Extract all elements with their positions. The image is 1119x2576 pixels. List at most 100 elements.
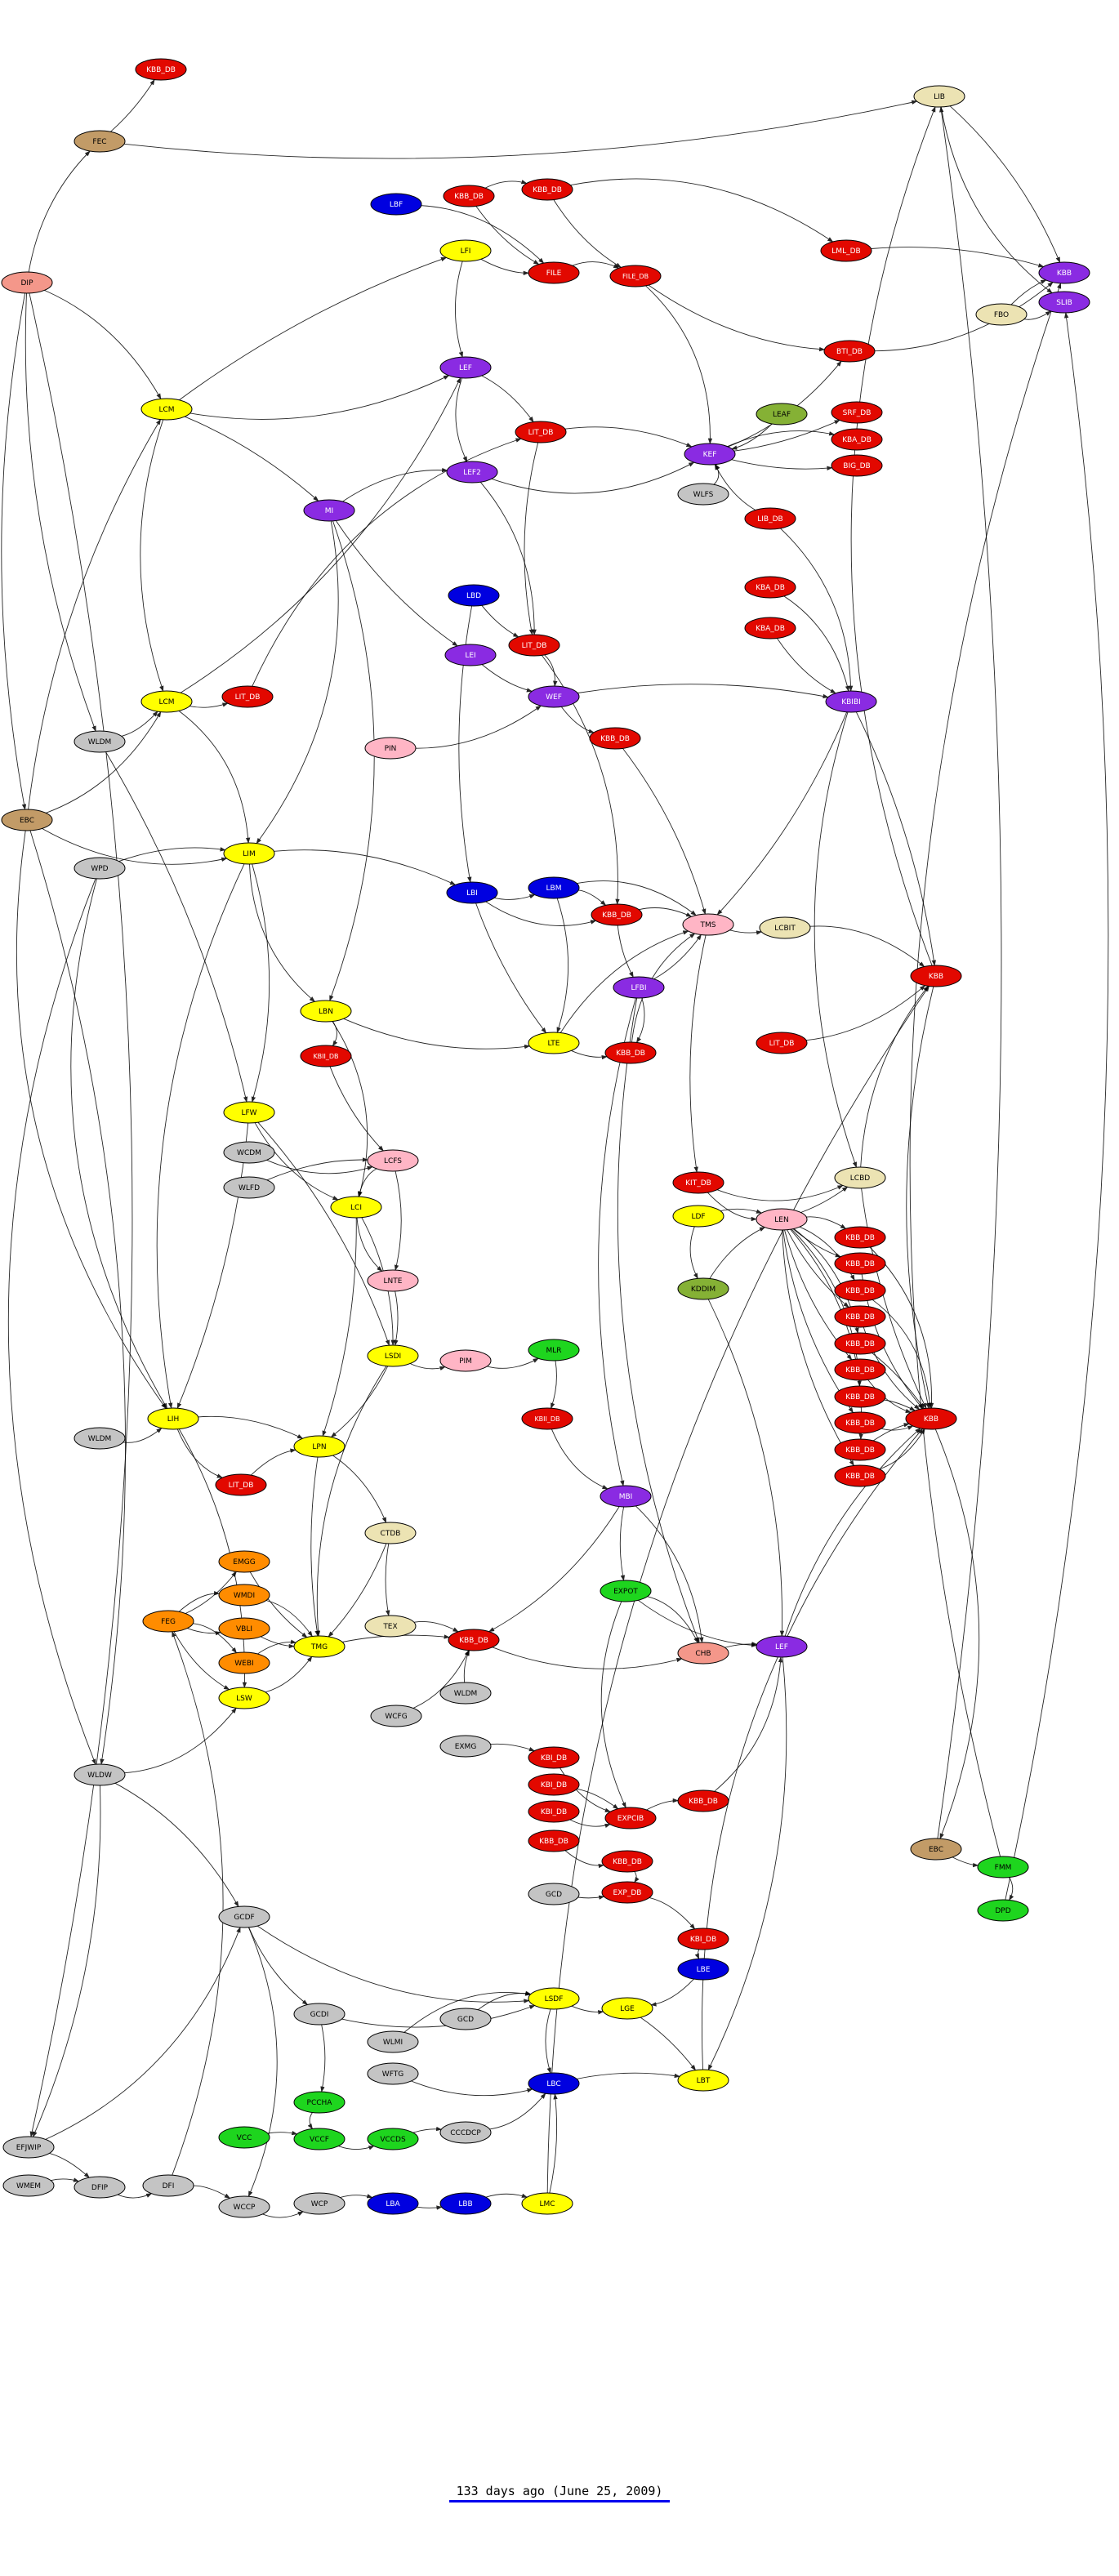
graph-edge bbox=[411, 2080, 533, 2097]
graph-edge bbox=[872, 1299, 933, 1409]
graph-node: LEF bbox=[439, 356, 492, 379]
graph-edge bbox=[492, 1647, 683, 1669]
graph-edge bbox=[394, 1170, 402, 1271]
graph-edge bbox=[487, 1357, 539, 1369]
graph-edge bbox=[338, 2146, 375, 2150]
graph-edge bbox=[491, 461, 695, 494]
graph-edge bbox=[598, 997, 636, 1486]
node-ellipse bbox=[367, 2030, 419, 2053]
node-ellipse bbox=[142, 2174, 194, 2197]
graph-edge bbox=[551, 1360, 557, 1409]
graph-edge bbox=[570, 178, 834, 243]
graph-node: LCM bbox=[140, 398, 193, 421]
node-ellipse bbox=[528, 1800, 580, 1823]
graph-node: DIP bbox=[1, 271, 53, 294]
node-ellipse bbox=[218, 2126, 270, 2149]
graph-node: WLDW bbox=[74, 1763, 126, 1786]
graph-edge bbox=[176, 1122, 249, 1410]
node-ellipse bbox=[528, 1339, 580, 1362]
node-ellipse bbox=[825, 690, 877, 713]
graph-edge bbox=[332, 1021, 368, 1197]
node-ellipse bbox=[677, 483, 729, 506]
graph-edge bbox=[780, 528, 854, 692]
graph-node: KBB_DB bbox=[677, 1789, 729, 1812]
node-ellipse bbox=[834, 1279, 886, 1302]
graph-edge bbox=[256, 520, 339, 845]
graph-node: LIH bbox=[147, 1407, 199, 1430]
graph-edge bbox=[267, 2130, 298, 2136]
graph-edge bbox=[635, 1505, 704, 1643]
graph-node: BIG_DB bbox=[831, 454, 883, 477]
graph-edge bbox=[569, 1819, 611, 1829]
graph-node: KBB_DB bbox=[135, 58, 187, 81]
node-ellipse bbox=[834, 1166, 886, 1189]
node-ellipse bbox=[834, 1252, 886, 1275]
graph-edge bbox=[254, 1122, 339, 1201]
graph-edge bbox=[184, 416, 319, 501]
graph-node: LEF bbox=[756, 1635, 808, 1658]
graph-node: LGE bbox=[601, 1997, 653, 2020]
node-ellipse bbox=[528, 1773, 580, 1796]
node-ellipse bbox=[600, 1580, 652, 1602]
graph-edge bbox=[458, 605, 473, 883]
graph-node: LIT_DB bbox=[215, 1473, 267, 1496]
node-ellipse bbox=[218, 1651, 270, 1674]
graph-node: LSW bbox=[218, 1687, 270, 1709]
graph-node: FMM bbox=[977, 1856, 1029, 1879]
graph-edge bbox=[248, 1927, 309, 2006]
graph-edge bbox=[653, 934, 702, 979]
node-ellipse bbox=[370, 1705, 422, 1727]
graph-edge bbox=[176, 1428, 223, 1478]
graph-node: WEBI bbox=[218, 1651, 270, 1674]
graph-node: LCBIT bbox=[759, 916, 811, 939]
node-ellipse bbox=[834, 1385, 886, 1408]
graph-edge bbox=[1010, 279, 1047, 305]
graph-node: FILE bbox=[528, 261, 580, 284]
graph-node: LIB bbox=[913, 85, 965, 108]
graph-node: DFIP bbox=[74, 2176, 126, 2199]
graph-node: KBB_DB bbox=[834, 1332, 886, 1355]
graph-edge bbox=[156, 863, 245, 1409]
graph-node: VCCF bbox=[293, 2128, 346, 2150]
graph-node: KBIBI bbox=[825, 690, 877, 713]
graph-edge bbox=[727, 430, 836, 448]
graph-edge bbox=[193, 1623, 237, 1654]
graph-edge bbox=[249, 863, 315, 1002]
graph-edge bbox=[800, 1186, 849, 1213]
graph-edge bbox=[251, 1448, 296, 1476]
graph-edge bbox=[648, 284, 826, 352]
graph-node: LFI bbox=[439, 239, 492, 262]
node-ellipse bbox=[439, 1682, 492, 1705]
node-ellipse bbox=[756, 403, 808, 426]
graph-node: KBB_DB bbox=[834, 1385, 886, 1408]
node-ellipse bbox=[677, 1789, 729, 1812]
graph-edge bbox=[140, 419, 164, 692]
graph-edge bbox=[328, 1543, 387, 1638]
graph-edge bbox=[178, 1591, 221, 1612]
graph-node: LIM bbox=[223, 842, 275, 865]
graph-node: DFI bbox=[142, 2174, 194, 2197]
node-ellipse bbox=[823, 340, 876, 363]
graph-node: KBB_DB bbox=[834, 1252, 886, 1275]
graph-edge bbox=[110, 78, 155, 132]
node-ellipse bbox=[528, 1987, 580, 2010]
node-ellipse bbox=[367, 1344, 419, 1367]
node-ellipse bbox=[756, 1208, 808, 1231]
node-ellipse bbox=[905, 1407, 957, 1430]
graph-caption: 133 days ago (June 25, 2009) bbox=[456, 2484, 663, 2498]
caption-underline bbox=[449, 2500, 670, 2502]
node-ellipse bbox=[910, 1838, 962, 1861]
graph-edge bbox=[356, 1217, 383, 1272]
node-ellipse bbox=[831, 401, 883, 424]
graph-node: WCCP bbox=[218, 2195, 270, 2218]
graph-edge bbox=[489, 2092, 546, 2130]
graph-edge bbox=[556, 898, 569, 1033]
node-ellipse bbox=[367, 2192, 419, 2215]
graph-edge bbox=[647, 1596, 698, 1644]
graph-edge bbox=[343, 1018, 531, 1050]
node-ellipse bbox=[521, 178, 573, 201]
node-ellipse bbox=[142, 1610, 194, 1633]
graph-node: GCD bbox=[439, 2008, 492, 2030]
graph-node: KBB_DB bbox=[834, 1305, 886, 1328]
